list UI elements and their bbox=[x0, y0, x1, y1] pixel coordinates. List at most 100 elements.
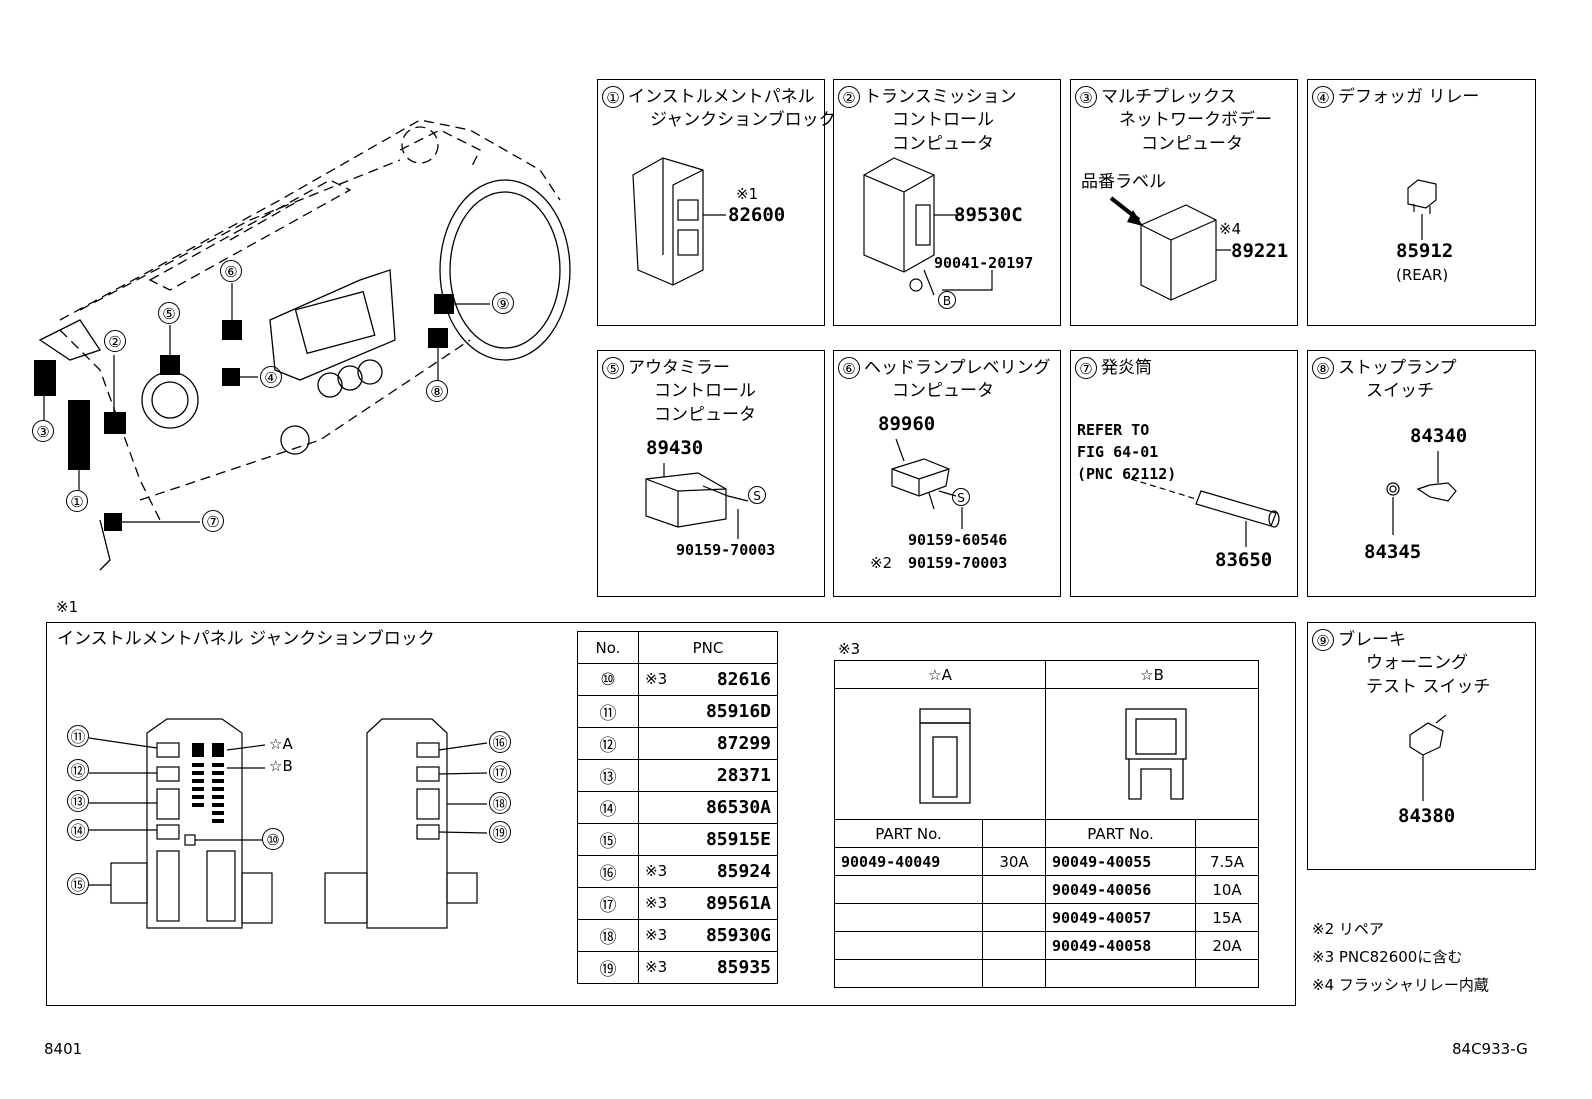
pnc-row-no: ⑯ bbox=[577, 855, 639, 888]
fuse-empty-cell bbox=[834, 959, 983, 988]
panel-6-title-2: コンピュータ bbox=[892, 381, 994, 401]
fuse-b-amp: 15A bbox=[1195, 903, 1259, 932]
panel-7-part: 83650 bbox=[1215, 549, 1273, 571]
pnc-row-no: ⑭ bbox=[577, 791, 639, 824]
pnc-row-note: ※3 bbox=[645, 958, 668, 976]
junction-block-icon bbox=[632, 157, 726, 286]
fuse-b-icon bbox=[1125, 708, 1187, 800]
panel-2-title-1: トランスミッション bbox=[864, 87, 1017, 107]
network-body-computer-icon bbox=[1109, 196, 1231, 301]
pnc-row-pnc: 85915E bbox=[705, 829, 771, 850]
marker-4 bbox=[222, 368, 240, 386]
panel-3-title-2: ネットワークボデー bbox=[1119, 110, 1272, 130]
callout-5: ⑤ bbox=[158, 302, 184, 324]
panel-5-tag: S bbox=[748, 485, 770, 506]
fuse-b-amp: 10A bbox=[1195, 875, 1259, 904]
callout-8: ⑧ bbox=[426, 380, 452, 402]
panel-9-title-1: ブレーキ bbox=[1338, 630, 1406, 650]
panel-6-part: 89960 bbox=[878, 413, 936, 435]
panel-2-part: 89530C bbox=[954, 204, 1023, 226]
relay-icon bbox=[1407, 179, 1437, 240]
fuse-empty-cell bbox=[1195, 959, 1259, 988]
panel-8-number: ⑧ bbox=[1312, 357, 1334, 379]
panel-8-title-2: スイッチ bbox=[1366, 381, 1434, 401]
panel-3-part: 89221 bbox=[1231, 240, 1289, 262]
pnc-row-pnc: 85935 bbox=[716, 957, 771, 978]
brake-switch-icon bbox=[1409, 714, 1447, 801]
fuse-b-part: 90049-40056 bbox=[1045, 875, 1196, 904]
footer-left-code: 8401 bbox=[44, 1040, 83, 1058]
callout-7: ⑦ bbox=[202, 510, 228, 532]
pnc-row: ⑲ ※3 85935 bbox=[577, 951, 778, 984]
panel-7-title-1: 発炎筒 bbox=[1101, 358, 1152, 378]
panel-2-title-3: コンピュータ bbox=[892, 134, 994, 154]
fuse-b-amp: 7.5A bbox=[1195, 847, 1259, 876]
panel-4-title-1: デフォッガ リレー bbox=[1338, 87, 1480, 107]
pnc-row-pnc: 82616 bbox=[716, 669, 771, 690]
fuse-a-amp: 30A bbox=[982, 847, 1046, 876]
fuse-empty-cell bbox=[1045, 959, 1196, 988]
panel-3-note: ※4 bbox=[1219, 220, 1242, 238]
fuse-b-part-header: PART No. bbox=[1045, 819, 1196, 848]
stop-lamp-switch-icon bbox=[1386, 451, 1457, 535]
panel-3-label: 品番ラベル bbox=[1081, 172, 1166, 192]
panel-4-sub: (REAR) bbox=[1396, 266, 1449, 284]
pnc-row-no: ⑫ bbox=[577, 727, 639, 760]
pnc-row-value: 87299 bbox=[638, 727, 778, 760]
pnc-row-pnc: 85930G bbox=[705, 925, 771, 946]
jb-marker-b: ☆B bbox=[269, 757, 293, 775]
panel-3-number: ③ bbox=[1075, 86, 1097, 108]
pnc-row-value: 85916D bbox=[638, 695, 778, 728]
fuse-a-part-header: PART No. bbox=[834, 819, 983, 848]
callout-4: ④ bbox=[260, 366, 286, 388]
fuse-col-b: ☆B bbox=[1045, 660, 1259, 689]
fuse-a-part: 90049-40049 bbox=[834, 847, 983, 876]
jb-note: ※1 bbox=[56, 598, 79, 616]
fuse-a-amp bbox=[982, 903, 1046, 932]
panel-9-title-2: ウォーニング bbox=[1366, 653, 1468, 673]
fuse-a-amp bbox=[982, 931, 1046, 960]
callout-3: ③ bbox=[32, 420, 58, 442]
fuse-b-image bbox=[1045, 688, 1259, 820]
callout-6: ⑥ bbox=[220, 260, 246, 282]
panel-7-refer-3: (PNC 62112) bbox=[1077, 465, 1177, 483]
pnc-row-no: ⑲ bbox=[577, 951, 639, 984]
panel-2-part2: 90041-20197 bbox=[934, 254, 1034, 272]
panel-8-part: 84340 bbox=[1410, 425, 1468, 447]
flare-icon bbox=[1130, 478, 1280, 547]
panel-1-note: ※1 bbox=[736, 185, 759, 203]
panel-2-title-2: コントロール bbox=[892, 110, 994, 130]
note-3: ※3 PNC82600に含む bbox=[1312, 948, 1463, 966]
jb-callout-17: ⑰ bbox=[489, 761, 515, 783]
fuse-b-part: 90049-40057 bbox=[1045, 903, 1196, 932]
pnc-row-pnc: 89561A bbox=[705, 893, 771, 914]
pnc-row-no: ⑬ bbox=[577, 759, 639, 792]
callout-1: ① bbox=[66, 490, 92, 512]
fuse-a-icon bbox=[919, 708, 971, 804]
panel-6-part3: 90159-70003 bbox=[908, 554, 1008, 572]
pnc-row-value: 28371 bbox=[638, 759, 778, 792]
panel-5-title-1: アウタミラー bbox=[628, 358, 730, 378]
footer-right-code: 84C933-G bbox=[1452, 1040, 1528, 1058]
marker-8 bbox=[428, 328, 448, 348]
marker-7 bbox=[104, 513, 122, 531]
panel-6-part2: 90159-60546 bbox=[908, 531, 1008, 549]
panel-4-part: 85912 bbox=[1396, 240, 1454, 262]
panel-5-part2: 90159-70003 bbox=[676, 541, 776, 559]
